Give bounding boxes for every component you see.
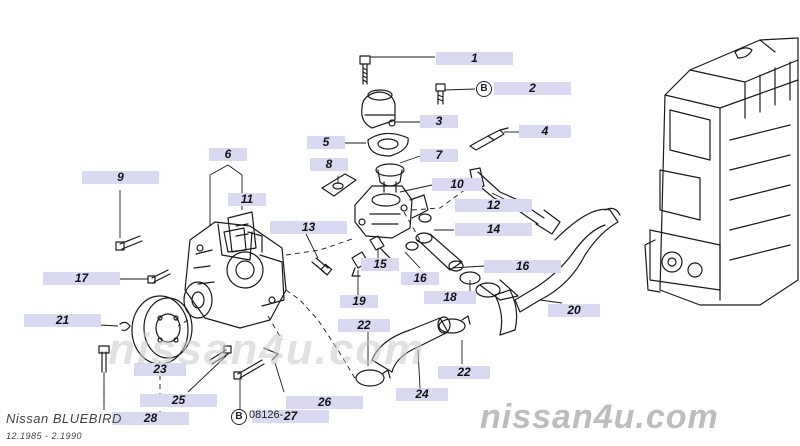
callout-16b-label: 16 — [515, 259, 530, 273]
callout-28-label: 28 — [143, 411, 158, 425]
clamp-22a — [355, 369, 391, 387]
callout-8-label: 8 — [325, 157, 333, 171]
callout-4: 4 — [519, 125, 571, 138]
bolt-2 — [435, 83, 446, 105]
callout-17: 17 — [43, 272, 120, 285]
callout-13: 13 — [270, 221, 347, 234]
callout-16b: 16 — [484, 260, 561, 273]
callout-22b-label: 22 — [457, 365, 471, 379]
callout-6: 6 — [209, 148, 247, 161]
clip-26 — [263, 347, 279, 361]
callout-11: 11 — [228, 193, 266, 206]
callout-14-label: 14 — [486, 222, 501, 236]
bolt-27 — [233, 359, 265, 380]
callout-13-label: 13 — [301, 220, 316, 234]
bolt-symbol-2-label: B — [480, 83, 488, 94]
bolt-symbol-27-label: B — [235, 411, 243, 422]
water-pump — [184, 221, 287, 329]
callout-24-label: 24 — [415, 387, 429, 401]
callout-22a: 22 — [338, 319, 390, 332]
callout-15: 15 — [361, 258, 399, 271]
bolt-13 — [311, 257, 333, 276]
callout-5-label: 5 — [322, 135, 330, 149]
water-outlet-3 — [361, 89, 396, 129]
callout-5: 5 — [307, 136, 345, 149]
callout-14: 14 — [455, 223, 532, 236]
pump-hub — [183, 281, 213, 319]
gasket-5 — [367, 132, 409, 157]
callout-1: 1 — [436, 52, 513, 65]
callout-27-label: 27 — [283, 409, 298, 423]
callout-20-label: 20 — [567, 303, 581, 317]
callout-6-label: 6 — [224, 147, 232, 161]
callout-18: 18 — [424, 291, 476, 304]
callout-16a-label: 16 — [413, 271, 427, 285]
callout-23-label: 23 — [153, 362, 167, 376]
callout-7-label: 7 — [435, 148, 443, 162]
sender-15 — [369, 235, 391, 259]
bolt-28 — [98, 345, 110, 373]
callout-2: 2 — [494, 82, 571, 95]
callout-10: 10 — [432, 178, 482, 191]
bolt-17 — [147, 269, 171, 284]
thermo-sensor-4 — [469, 127, 509, 151]
thermostat-7 — [375, 163, 405, 193]
callout-9-label: 9 — [117, 170, 124, 184]
callout-3-label: 3 — [435, 114, 443, 128]
callout-7: 7 — [420, 149, 458, 162]
bolt-1 — [359, 55, 371, 85]
hose-24 — [371, 316, 451, 373]
callout-9: 9 — [82, 171, 159, 184]
callout-23: 23 — [134, 363, 186, 376]
callout-27: 27 — [252, 410, 329, 423]
callout-19: 19 — [340, 295, 378, 308]
callout-19-label: 19 — [352, 294, 366, 308]
callout-4-label: 4 — [541, 124, 549, 138]
watermark-center: nissan4u.com — [108, 325, 426, 374]
production-dates: 12.1985 - 2.1990 — [6, 431, 83, 441]
callout-10-label: 10 — [450, 177, 464, 191]
bolt-symbol-2: B — [476, 81, 492, 97]
clamp-22b — [438, 315, 471, 334]
engine-block — [644, 37, 799, 306]
bolt-symbol-27: B — [231, 409, 247, 425]
gasket-11 — [227, 211, 257, 253]
callout-21-label: 21 — [55, 313, 70, 327]
callout-8: 8 — [310, 158, 348, 171]
callout-28: 28 — [112, 412, 189, 425]
callout-12: 12 — [455, 199, 532, 212]
callout-3: 3 — [420, 115, 458, 128]
callout-22b: 22 — [438, 366, 490, 379]
callout-11-label: 11 — [240, 192, 254, 206]
radiator-hose-20 — [494, 207, 621, 336]
part-number-27: 08126- — [249, 409, 284, 421]
callout-16a: 16 — [401, 272, 439, 285]
model-name: Nissan BLUEBIRD — [6, 411, 122, 426]
callout-15-label: 15 — [373, 257, 387, 271]
gasket-8 — [321, 173, 357, 197]
clamp-18 — [459, 271, 519, 301]
callout-12-label: 12 — [486, 198, 501, 212]
callout-25: 25 — [140, 394, 217, 407]
bolt-9 — [115, 235, 143, 251]
callout-1-label: 1 — [471, 51, 478, 65]
callout-17-label: 17 — [74, 271, 89, 285]
thermostat-housing-10 — [354, 185, 429, 239]
hose-16 — [405, 213, 464, 272]
bolt-25 — [209, 345, 232, 365]
callout-18-label: 18 — [443, 290, 457, 304]
callout-22a-label: 22 — [357, 318, 371, 332]
callout-26-label: 26 — [317, 395, 332, 409]
watermark-corner: nissan4u.com — [480, 398, 719, 436]
callout-20: 20 — [548, 304, 600, 317]
callout-25-label: 25 — [171, 393, 186, 407]
callout-21: 21 — [24, 314, 101, 327]
callout-2-label: 2 — [529, 81, 536, 95]
callout-24: 24 — [396, 388, 448, 401]
callout-26: 26 — [286, 396, 363, 409]
washer-21 — [119, 321, 131, 332]
